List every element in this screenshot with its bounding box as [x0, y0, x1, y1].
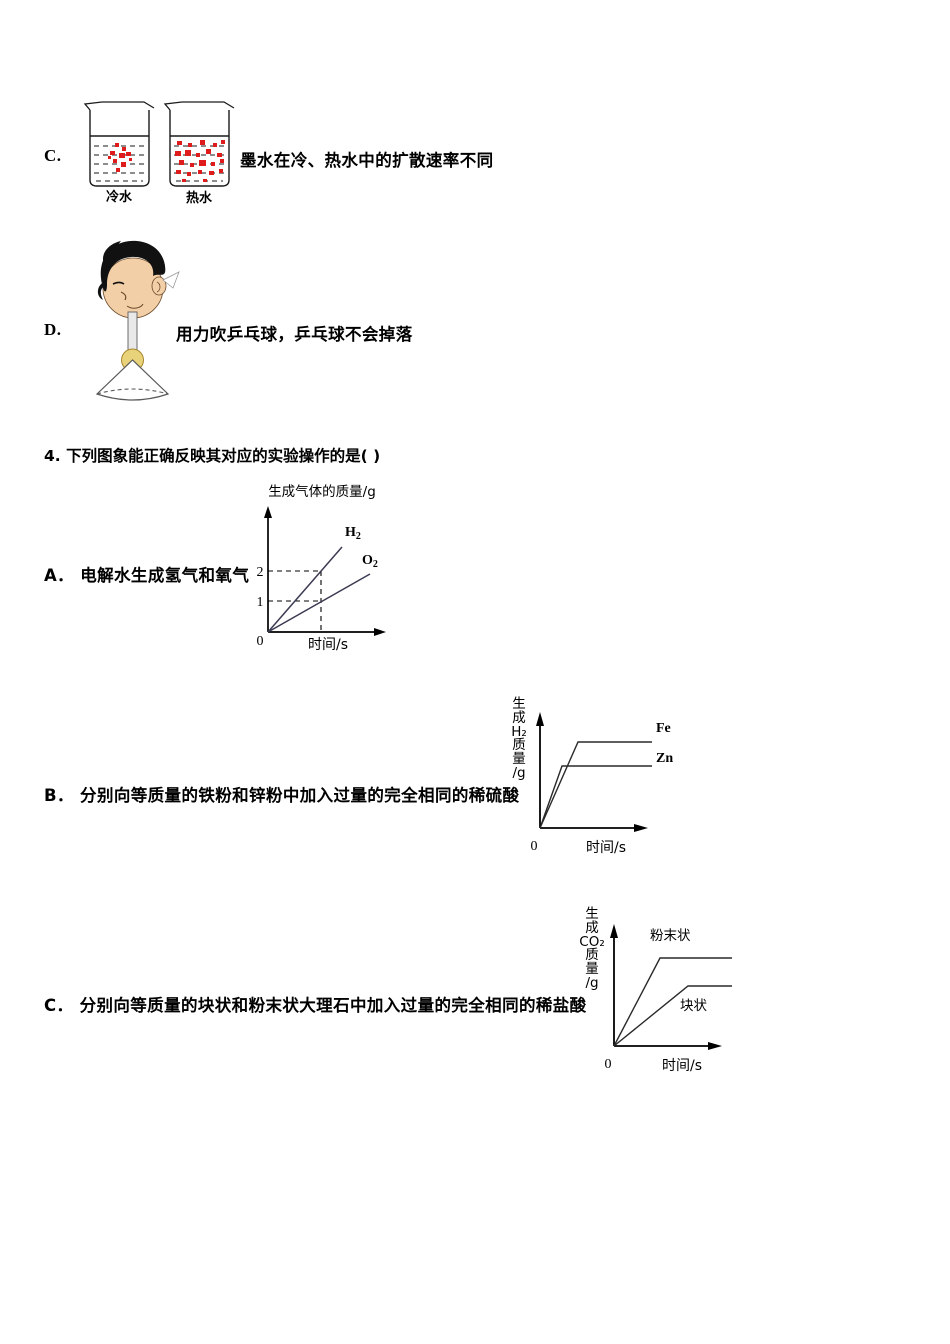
chart-a-origin: 0 — [257, 634, 264, 649]
chart-a-axes — [264, 506, 386, 636]
chart-a-ytick-2: 2 — [257, 565, 264, 580]
chart-c-ylabel-4: 量 — [585, 961, 599, 978]
question-text: 下列图象能正确反映其对应的实验操作的是( ) — [66, 447, 381, 465]
chart-c-series-powder — [613, 957, 732, 1047]
chart-a-label-o2: O2 — [362, 553, 378, 570]
question-number: 4. — [44, 447, 61, 465]
chart-a-figure: 生成气体的质量/g H2 O2 2 1 0 时间 — [246, 484, 396, 653]
chart-b-figure: Fe Zn 0 时间/s — [530, 700, 690, 860]
chart-b-ylabel-2: H₂ — [511, 723, 527, 740]
chart-b-label-zn: Zn — [656, 751, 673, 766]
chart-c-ylabel-2: CO₂ — [579, 933, 605, 950]
chart-c-origin: 0 — [605, 1057, 612, 1072]
chart-a-ytick-1: 1 — [257, 595, 264, 610]
chart-b-label-fe: Fe — [656, 721, 671, 736]
chart-c-ylabel: 生 成 CO₂ 质 量 /g — [578, 906, 606, 991]
chart-b-text: 分别向等质量的铁粉和锌粉中加入过量的完全相同的稀硫酸 — [80, 786, 520, 805]
question-4: 4. 下列图象能正确反映其对应的实验操作的是( ) — [44, 444, 380, 466]
beaker-hot — [163, 101, 235, 187]
option-c-caption: 墨水在冷、热水中的扩散速率不同 — [240, 151, 494, 170]
chart-b-ylabel-1: 成 — [512, 709, 526, 726]
boy-head — [97, 240, 180, 319]
chart-b-ylabel-5: /g — [512, 764, 526, 781]
chart-c-text: 分别向等质量的块状和粉末状大理石中加入过量的完全相同的稀盐酸 — [79, 996, 587, 1015]
option-d-caption: 用力吹乒乓球，乒乓球不会掉落 — [176, 325, 413, 344]
chart-c-ylabel-1: 成 — [585, 919, 599, 936]
chart-b-ylabel-4: 量 — [512, 751, 526, 768]
chart-b-series-zn — [539, 765, 652, 829]
chart-a-text: 电解水生成氢气和氧气 — [80, 566, 250, 585]
chart-b-axes — [536, 712, 648, 832]
chart-c-option: C． 分别向等质量的块状和粉末状大理石中加入过量的完全相同的稀盐酸 — [44, 992, 587, 1016]
funnel — [95, 311, 170, 401]
beaker-cold-label: 冷水 — [106, 189, 133, 205]
chart-a-label-h2: H2 — [345, 525, 361, 542]
chart-c-series-lump — [613, 985, 732, 1047]
chart-b-origin: 0 — [531, 839, 538, 854]
chart-c-axes — [610, 924, 722, 1050]
chart-c-letter: C． — [44, 996, 74, 1015]
option-d-letter: D. — [44, 320, 62, 339]
chart-c-label-lump: 块状 — [680, 998, 708, 1014]
option-c-letter: C. — [44, 146, 62, 165]
beaker-hot-ink-dots — [175, 140, 225, 182]
chart-a-option: A． 电解水生成氢气和氧气 — [44, 562, 249, 586]
beaker-hot-water-lines — [174, 145, 225, 182]
chart-a-series-o2 — [267, 573, 371, 633]
chart-b-xlabel: 时间/s — [586, 840, 626, 856]
chart-b-option: B． 分别向等质量的铁粉和锌粉中加入过量的完全相同的稀硫酸 — [44, 782, 519, 806]
chart-c-ylabel-5: /g — [585, 974, 599, 991]
chart-b-ylabel-3: 质 — [512, 737, 526, 754]
beaker-cold-water-lines — [94, 145, 145, 182]
chart-a-xlabel: 时间/s — [308, 637, 348, 653]
chart-b-letter: B． — [44, 786, 74, 805]
chart-b-ylabel: 生 成 H₂ 质 量 /g — [508, 696, 530, 781]
chart-a-series-h2 — [267, 546, 343, 633]
beaker-cold-ink-dots — [108, 143, 132, 172]
ping-pong-funnel-figure — [85, 236, 215, 401]
chart-c-ylabel-0: 生 — [585, 906, 599, 922]
chart-c-xlabel: 时间/s — [662, 1058, 702, 1074]
chart-c-label-powder: 粉末状 — [650, 928, 691, 944]
beaker-cold — [83, 101, 155, 187]
ink-diffusion-figure: 冷水 — [82, 96, 252, 206]
beaker-hot-label: 热水 — [186, 190, 213, 206]
chart-b-ylabel-0: 生 — [512, 696, 526, 712]
chart-a-letter: A． — [44, 566, 75, 585]
chart-a-title: 生成气体的质量/g — [268, 484, 376, 500]
chart-b-series-fe — [539, 741, 652, 829]
chart-c-figure: 粉末状 块状 0 时间/s — [604, 908, 774, 1078]
chart-c-ylabel-3: 质 — [585, 947, 599, 964]
